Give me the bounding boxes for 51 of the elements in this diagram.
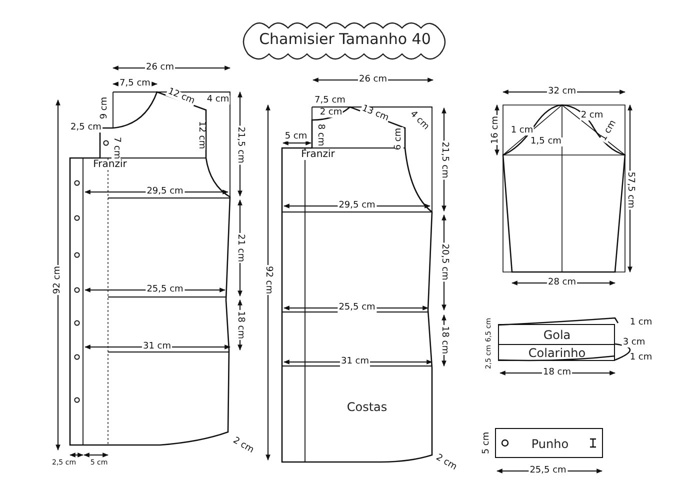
dimension-label: 32 cm xyxy=(546,88,578,96)
dimension-label: 4 cm xyxy=(206,96,230,104)
dimension-label: 5 cm xyxy=(284,132,308,142)
dimension-label: 6 cm xyxy=(394,126,404,152)
dimension-label: 16 cm xyxy=(492,114,500,146)
dimension-label: 25,5 cm xyxy=(146,286,184,294)
gather-note: Franzir xyxy=(300,150,336,160)
dimension-label: 1,5 cm xyxy=(530,138,562,146)
dimension-label: 13 cm xyxy=(359,104,391,124)
dimension-label: 8 cm xyxy=(316,122,324,148)
dimension-label: 28 cm xyxy=(546,278,578,288)
piece-name: Costas xyxy=(346,400,388,414)
pattern-piece xyxy=(495,428,603,458)
dimension-label: 1 cm xyxy=(628,318,654,328)
dimension-label: 21 cm xyxy=(236,232,244,264)
piece-name: Colarinho xyxy=(528,346,586,360)
dimension-label: 18 cm xyxy=(236,310,244,340)
pattern-piece xyxy=(498,324,615,345)
dimension-label: 20,5 cm xyxy=(440,242,448,282)
dimension-label: 29,5 cm xyxy=(338,202,376,210)
dimension-label: 7,5 cm xyxy=(118,80,152,88)
dimension-label: 5 cm xyxy=(482,430,492,456)
dimension-label: 3 cm xyxy=(622,338,646,348)
piece-name: Gola xyxy=(543,328,571,342)
piece-name: Punho xyxy=(531,437,569,451)
dimension-label: 2,5 cm xyxy=(70,124,102,132)
dimension-label: 21,5 cm xyxy=(236,126,244,164)
dimension-label: 92 cm xyxy=(264,264,272,296)
dimension-label: 92 cm xyxy=(54,264,62,296)
dimension-label: 31 cm xyxy=(142,342,172,352)
dimension-label: 25,5 cm xyxy=(528,466,568,476)
dimension-label: 25,5 cm xyxy=(338,304,376,312)
dimension-label: 1 cm xyxy=(510,126,534,136)
dimension-label: 18 cm xyxy=(440,324,448,356)
dimension-label: 18 cm xyxy=(542,368,572,378)
title: Chamisier Tamanho 40 xyxy=(258,30,432,48)
dimension-label: 9 cm xyxy=(100,96,110,120)
dimension-label: 2 cm xyxy=(580,112,604,120)
dimension-label: 21,5 cm xyxy=(440,140,448,180)
dimension-label: 29,5 cm xyxy=(146,188,184,196)
dimension-label: 57,5 cm xyxy=(626,170,634,210)
dimension-label: 31 cm xyxy=(340,358,370,366)
dimension-label: 2 cm xyxy=(318,108,344,118)
dimension-label: 7,5 cm xyxy=(314,96,346,106)
dimension-label: 26 cm xyxy=(358,76,388,84)
gather-note: Franzir xyxy=(92,160,128,170)
dimension-label: 26 cm xyxy=(144,64,176,72)
dimension-label: 1 cm xyxy=(628,354,654,362)
dimension-label: 12 cm xyxy=(165,87,197,107)
pattern-piece xyxy=(498,344,615,361)
dimension-label: 7 cm xyxy=(112,136,120,160)
